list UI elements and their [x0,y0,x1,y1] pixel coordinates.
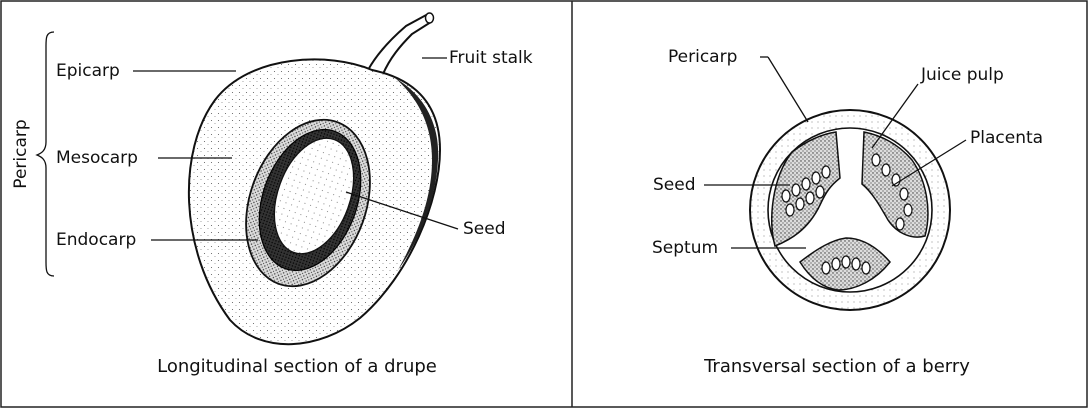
leader-pericarp [768,57,808,122]
pericarp-brace [37,32,54,276]
berry-illustration [750,110,950,310]
caption-drupe: Longitudinal section of a drupe [157,356,437,377]
label-epicarp: Epicarp [56,61,120,81]
fruit-stalk-shape [368,14,431,74]
label-pericarp: Pericarp [668,47,737,67]
drupe-illustration [189,13,440,344]
label-mesocarp: Mesocarp [56,148,138,168]
pericarp-group-label: Pericarp [11,119,31,188]
label-fruit-stalk: Fruit stalk [449,48,533,68]
caption-berry: Transversal section of a berry [703,356,970,377]
label-berry-seed: Seed [653,175,696,195]
label-placenta: Placenta [970,128,1043,148]
label-drupe-seed: Seed [463,219,506,239]
label-juice-pulp: Juice pulp [920,65,1004,85]
label-endocarp: Endocarp [56,230,136,250]
label-septum: Septum [652,238,718,258]
